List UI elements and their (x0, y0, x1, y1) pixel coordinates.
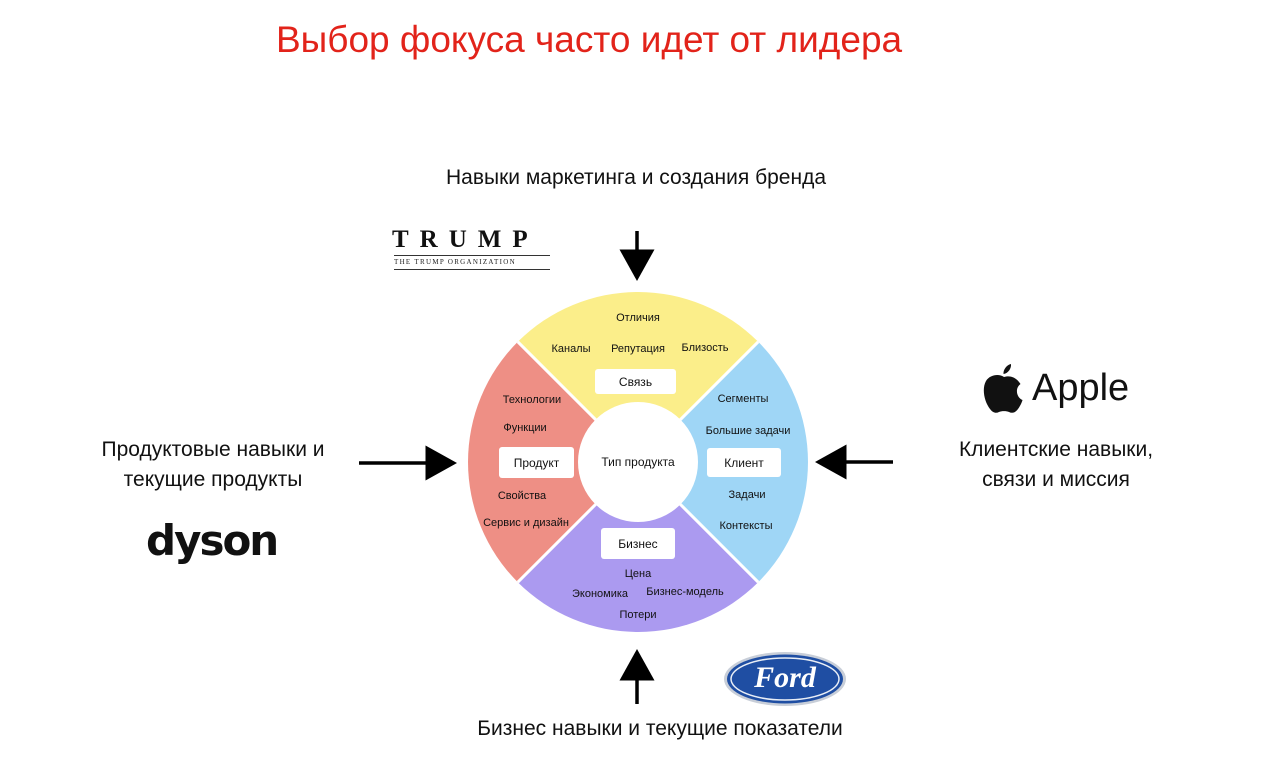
apple-icon (983, 364, 1023, 413)
ford-logo: Ford (722, 650, 848, 708)
apple-logo: Apple (982, 360, 1142, 416)
page-title: Выбор фокуса часто идет от лидера (276, 19, 903, 60)
segment-bottom-label-box (601, 528, 675, 559)
segment-right-item: Задачи (729, 489, 766, 501)
segment-left-item: Функции (503, 422, 546, 434)
segment-top-item: Отличия (616, 312, 660, 324)
segment-bottom-item: Цена (625, 568, 652, 580)
segment-left-item: Сервис и дизайн (483, 517, 569, 529)
segment-bottom-item: Экономика (572, 588, 629, 600)
segment-left-label: Продукт (514, 456, 560, 470)
ford-logo-word: Ford (754, 661, 816, 694)
segment-bottom-item: Потери (619, 609, 656, 621)
caption-marketing: Навыки маркетинга и создания бренда (446, 166, 826, 189)
ford-oval-icon (724, 652, 846, 706)
segment-top-label: Связь (619, 375, 652, 389)
trump-logo-word: TRUMP (392, 226, 539, 253)
segment-top-item: Каналы (551, 343, 590, 355)
segment-right-label-box (707, 448, 781, 477)
segment-top-item: Репутация (611, 343, 665, 355)
segment-right-item: Большие задачи (706, 425, 791, 437)
segment-right-item: Сегменты (718, 393, 769, 405)
segment-left-item: Технологии (503, 394, 561, 406)
dyson-logo: dyson (146, 516, 279, 565)
trump-logo-subtitle: THE TRUMP ORGANIZATION (394, 258, 516, 266)
segment-left-label-box (499, 447, 574, 478)
caption-product: Продуктовые навыки и текущие продукты (101, 438, 325, 491)
segment-top-item: Близость (682, 342, 729, 354)
segment-bottom-label: Бизнес (618, 537, 657, 551)
segment-top-label-box (595, 369, 676, 394)
trump-logo-rule (394, 269, 550, 270)
caption-client: Клиентские навыки, связи и миссия (958, 438, 1154, 491)
segment-right-item: Контексты (719, 520, 772, 532)
caption-business: Бизнес навыки и текущие показатели (477, 717, 843, 740)
center-label: Тип продукта (601, 455, 675, 469)
center-circle (578, 402, 698, 522)
trump-logo-rule (394, 255, 550, 256)
segment-right-label: Клиент (724, 456, 764, 470)
segment-bottom-item: Бизнес-модель (646, 586, 724, 598)
segment-left-item: Свойства (498, 490, 547, 502)
apple-logo-word: Apple (1032, 367, 1130, 409)
trump-logo: TRUMP THE TRUMP ORGANIZATION (392, 226, 554, 274)
